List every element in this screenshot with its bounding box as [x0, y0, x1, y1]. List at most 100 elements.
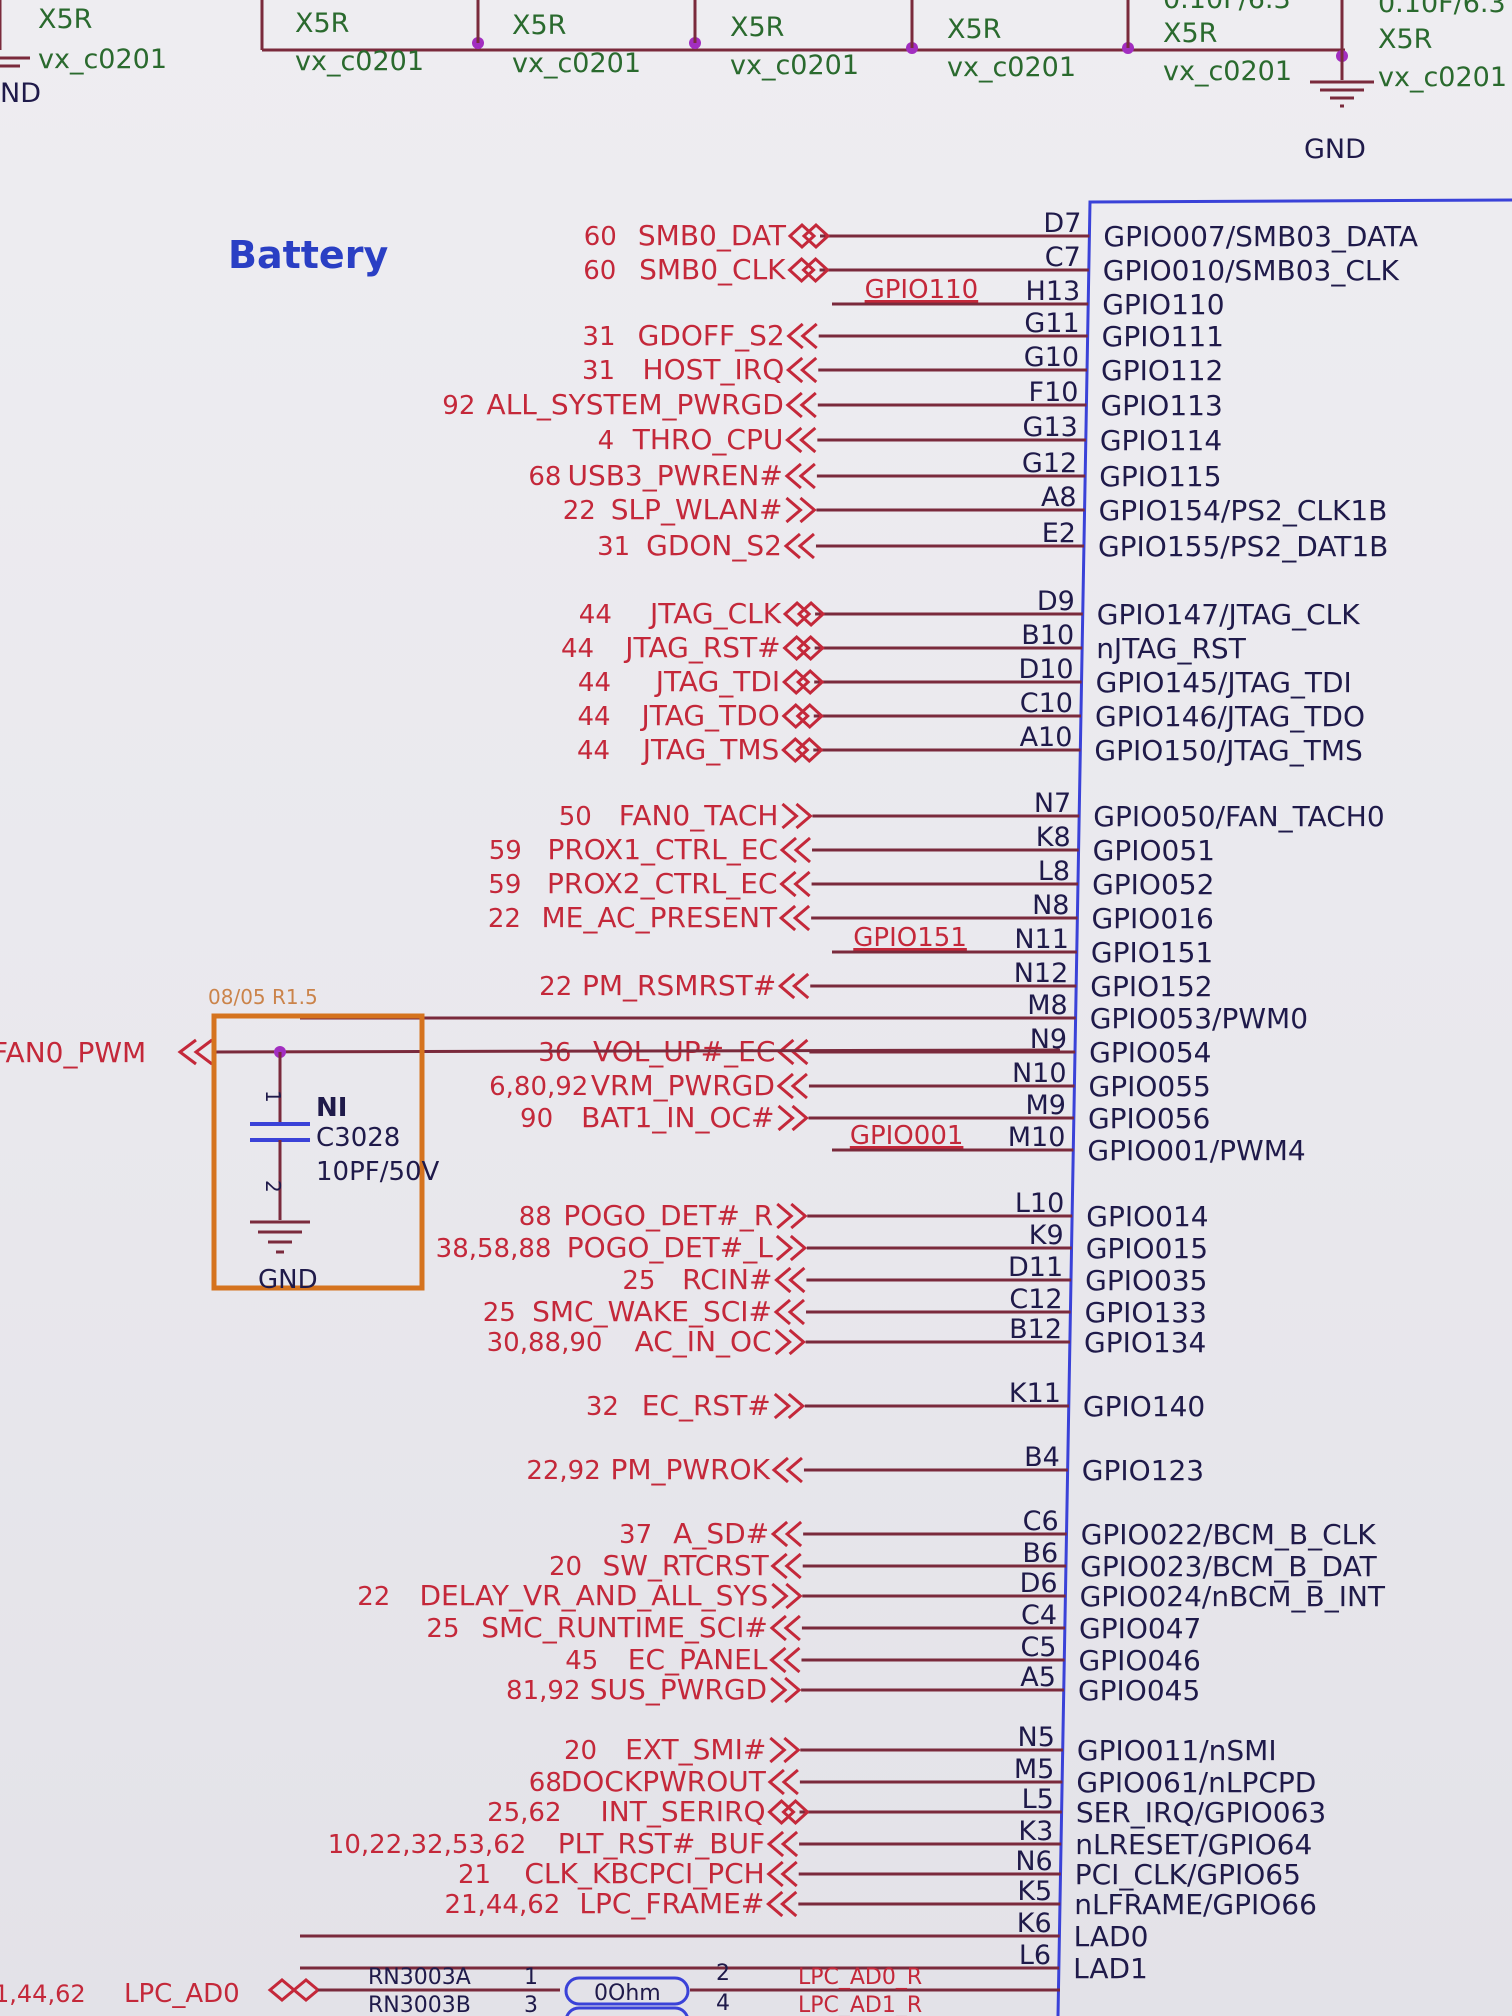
page-ref-label: 44: [561, 634, 594, 664]
pin-number-label: N12: [1014, 958, 1069, 989]
pin-function-label: GPIO051: [1093, 834, 1215, 867]
pin-function-label: GPIO111: [1102, 320, 1224, 353]
net-label: THRO_CPU: [632, 423, 784, 456]
decoupling-capacitor-bank: X5R X5R X5R X5R X5R X5R X5R vx_c0201 vx_…: [0, 0, 1507, 165]
fan-pwm-arrow: [177, 1038, 213, 1066]
page-ref-label: 20: [564, 1736, 597, 1766]
port-arrow-icon: [781, 736, 824, 764]
page-ref-label: 20: [549, 1552, 582, 1582]
cap-pin-2: 2: [261, 1180, 285, 1193]
net-label: LPC_FRAME#: [579, 1887, 764, 1920]
rn-pin-2: 2: [716, 1961, 730, 1986]
rn-b-label: RN3003B: [368, 1993, 471, 2016]
pin-function-label: GPIO054: [1089, 1036, 1211, 1069]
rn-pin-1: 1: [524, 1965, 538, 1990]
pin-function-label: GPIO146/JTAG_TDO: [1095, 700, 1365, 733]
port-arrow-icon: [766, 1860, 798, 1888]
pin-function-label: GPIO150/JTAG_TMS: [1094, 734, 1362, 767]
rn-resistor-body: [564, 1976, 690, 2006]
pin-number-label: D11: [1008, 1252, 1063, 1283]
net-label: PROX1_CTRL_EC: [547, 833, 778, 866]
page-ref-label: 25,62: [487, 1798, 561, 1828]
pin-function-label: GPIO145/JTAG_TDI: [1096, 666, 1352, 699]
page-ref-label: 22,92: [526, 1456, 600, 1486]
cap-dielectric-label: X5R: [38, 4, 92, 35]
port-arrow-icon: [769, 1614, 801, 1642]
pin-number-label: G12: [1022, 448, 1077, 479]
lpc-page-ref: 1,44,62: [0, 1980, 86, 2008]
rn-resistor-body-b: [565, 2006, 689, 2016]
pin-function-label: GPIO112: [1101, 354, 1223, 387]
page-ref-label: 22: [539, 972, 572, 1002]
pin-number-label: G11: [1024, 308, 1079, 339]
net-label: EC_PANEL: [628, 1643, 768, 1676]
net-label: AC_IN_OC: [635, 1325, 772, 1358]
pin-number-label: L10: [1015, 1188, 1064, 1219]
page-ref-label: 32: [586, 1392, 619, 1422]
net-label: PLT_RST#_BUF: [558, 1827, 765, 1860]
lpc-net-label: LPC_AD0: [124, 1979, 240, 2009]
pin-number-label: G10: [1024, 342, 1079, 373]
page-ref-label: 31: [582, 356, 615, 386]
lpc-resistor-network: 1,44,62 LPC_AD0 RN3003A RN3003B 1 3 0Ohm…: [0, 1961, 1060, 2016]
page-ref-label: 81,92: [506, 1676, 580, 1706]
pin-function-label: GPIO007/SMB03_DATA: [1103, 220, 1418, 253]
port-arrow-icon: [771, 1582, 803, 1610]
port-arrow-icon: [778, 904, 811, 932]
net-label: INT_SERIRQ: [601, 1795, 766, 1828]
net-label: PM_PWROK: [610, 1453, 770, 1486]
cap-pin-1: 1: [261, 1090, 285, 1103]
pin-number-label: D9: [1037, 586, 1075, 617]
net-label: GDOFF_S2: [638, 319, 785, 352]
pin-number-label: L6: [1019, 1940, 1051, 1971]
cap-dielectric-label: X5R: [947, 14, 1001, 45]
port-arrow-icon: [769, 1646, 801, 1674]
pin-number-label: N8: [1032, 890, 1069, 921]
page-ref-label: 60: [583, 256, 616, 286]
cap-footprint-label: vx_c0201: [295, 46, 424, 77]
net-label: JTAG_CLK: [648, 597, 782, 630]
pin-function-label: GPIO001/PWM4: [1087, 1134, 1305, 1167]
pin-number-label: C4: [1021, 1600, 1057, 1631]
port-arrow-icon: [776, 1072, 808, 1100]
pin-function-label: LAD1: [1073, 1952, 1148, 1985]
pin-function-label: GPIO010/SMB03_CLK: [1103, 254, 1400, 287]
net-label: SW_RTCRST: [602, 1549, 769, 1582]
page-ref-label: 25: [426, 1614, 459, 1644]
pin-function-label: GPIO151: [1091, 936, 1213, 969]
port-arrow-icon: [779, 836, 811, 864]
port-arrow-icon: [785, 426, 817, 454]
pin-function-label: GPIO045: [1078, 1674, 1200, 1707]
pin-function-label: GPIO035: [1085, 1264, 1207, 1297]
side-net-label: GPIO001: [850, 1121, 964, 1151]
signal-row: L6 LAD1: [300, 1940, 1148, 1985]
lpc-bi-arrow: [267, 1978, 321, 2002]
pin-function-label: GPIO152: [1090, 970, 1212, 1003]
pin-function-label: PCI_CLK/GPIO65: [1075, 1858, 1301, 1891]
pin-number-label: M9: [1025, 1090, 1065, 1121]
port-arrow-icon: [781, 668, 825, 696]
cap-value-label: 0.10F/6.3: [1378, 0, 1506, 19]
net-label: PM_RSMRST#: [582, 969, 776, 1002]
port-arrow-icon: [771, 1456, 803, 1484]
port-arrow-icon: [785, 391, 817, 419]
net-label: BAT1_IN_OC#: [581, 1101, 774, 1134]
page-ref-label: 44: [579, 600, 612, 630]
pin-number-label: A5: [1020, 1662, 1056, 1693]
pin-function-label: GPIO050/FAN_TACH0: [1093, 800, 1384, 833]
